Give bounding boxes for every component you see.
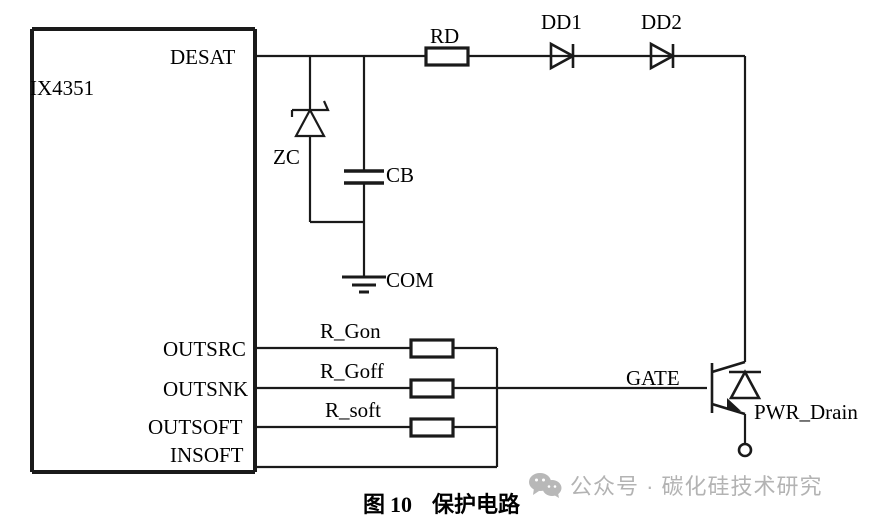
- diode-dd1-symbol: [549, 41, 576, 71]
- caption-prefix: 图: [363, 492, 386, 517]
- resistor-rgoff-symbol: [409, 378, 455, 399]
- device-label-pwr-drain: PWR_Drain: [754, 400, 858, 424]
- component-label-zc: ZC: [273, 145, 300, 169]
- drain-terminal-node: [737, 442, 753, 458]
- caption-text: 保护电路: [432, 492, 521, 517]
- component-label-cb: CB: [386, 163, 415, 187]
- pin-label-insoft: INSOFT: [170, 443, 244, 467]
- component-label-dd1: DD1: [541, 10, 582, 34]
- component-label-rgon: R_Gon: [320, 319, 381, 343]
- component-label-dd2: DD2: [641, 10, 682, 34]
- power-transistor-symbol: [710, 360, 746, 416]
- watermark: 公众号 · 碳化硅技术研究: [528, 469, 823, 501]
- component-label-rsoft: R_soft: [325, 398, 382, 422]
- pin-label-outsrc: OUTSRC: [163, 337, 246, 361]
- pin-label-outsnk: OUTSNK: [163, 377, 249, 401]
- resistor-rsoft-symbol: [409, 417, 455, 438]
- diode-dd2-symbol: [649, 41, 676, 71]
- resistor-rd-symbol: [424, 46, 470, 67]
- ground-symbol: [342, 275, 386, 294]
- wechat-icon: [529, 473, 562, 498]
- pin-label-desat: DESAT: [170, 45, 236, 69]
- device-label-gate: GATE: [626, 366, 680, 390]
- ic-body-outline: [30, 27, 257, 474]
- caption-number: 10: [390, 492, 413, 517]
- watermark-text: 公众号 · 碳化硅技术研究: [570, 474, 823, 499]
- body-diode-symbol: [728, 369, 762, 400]
- component-label-com: COM: [386, 268, 434, 292]
- ic-name-label: IX4351: [30, 76, 95, 100]
- component-label-rd: RD: [430, 24, 460, 48]
- zener-diode-symbol: [290, 100, 330, 138]
- pin-label-outsoft: OUTSOFT: [148, 415, 243, 439]
- capacitor-symbol: [344, 169, 384, 185]
- gate-network-wires: [255, 346, 707, 469]
- resistor-rgon-symbol: [409, 338, 455, 359]
- component-label-rgoff: R_Goff: [320, 359, 384, 383]
- zener-branch-wire: [308, 56, 364, 224]
